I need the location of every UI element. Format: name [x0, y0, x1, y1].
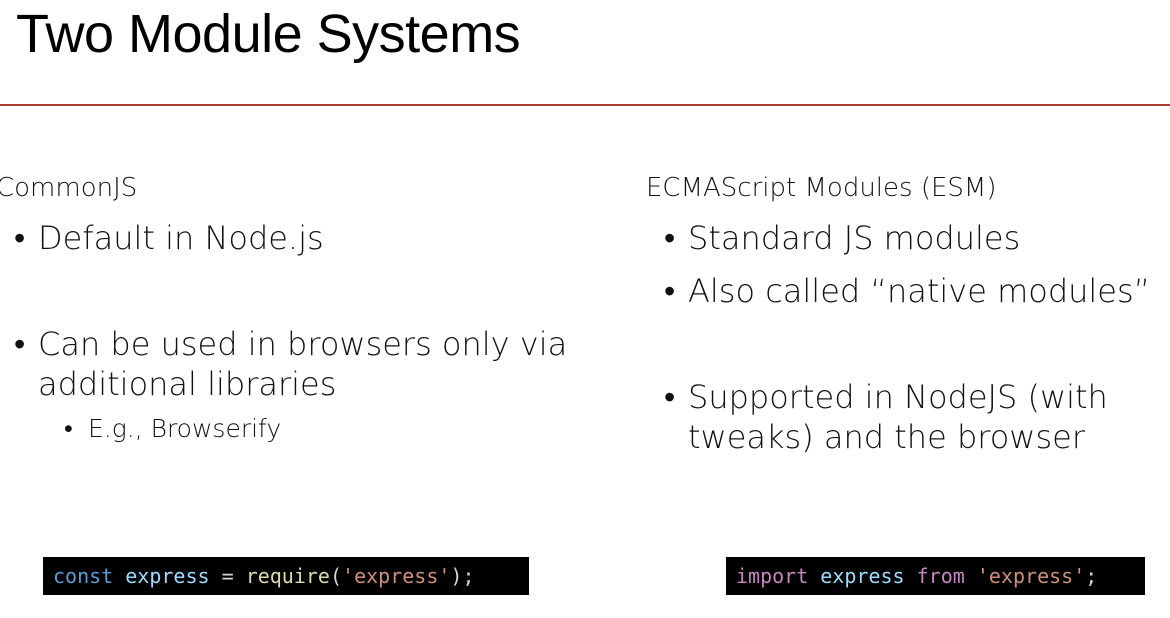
code-variable: express: [820, 564, 905, 588]
code-function: require: [245, 564, 330, 588]
commonjs-column: CommonJS Default in Node.js Can be used …: [0, 170, 616, 446]
commonjs-sub-bullet-browserify: E.g., Browserify: [0, 412, 616, 446]
commonjs-code-snippet: const express = require('express');: [43, 557, 529, 595]
code-paren: (: [329, 564, 343, 588]
code-string: 'express': [342, 564, 451, 588]
commonjs-bullet-default: Default in Node.js: [0, 218, 616, 258]
title-divider: [0, 104, 1170, 106]
esm-code-snippet: import express from 'express';: [726, 557, 1145, 595]
code-punctuation: );: [450, 564, 475, 588]
code-variable: express: [125, 564, 210, 588]
code-space: [808, 564, 820, 588]
esm-heading: ECMAScript Modules (ESM): [646, 173, 997, 203]
commonjs-bullet-browsers: Can be used in browsers only via additio…: [0, 324, 598, 404]
code-import-keyword: import: [736, 564, 809, 588]
esm-bullet-standard: Standard JS modules: [646, 218, 1170, 258]
code-space: [965, 564, 977, 588]
esm-bullet-supported: Supported in NodeJS (with tweaks) and th…: [646, 377, 1158, 457]
code-punctuation: ;: [1085, 564, 1098, 588]
code-string: 'express': [976, 564, 1086, 588]
code-operator: =: [209, 564, 246, 588]
code-space: [905, 564, 917, 588]
code-space: [113, 564, 125, 588]
slide-title: Two Module Systems: [16, 4, 521, 64]
esm-column: ECMAScript Modules (ESM) Standard JS mod…: [646, 170, 1170, 457]
code-from-keyword: from: [916, 564, 965, 588]
commonjs-heading: CommonJS: [0, 173, 138, 203]
esm-bullet-native: Also called “native modules”: [646, 271, 1170, 311]
code-keyword: const: [53, 564, 114, 588]
